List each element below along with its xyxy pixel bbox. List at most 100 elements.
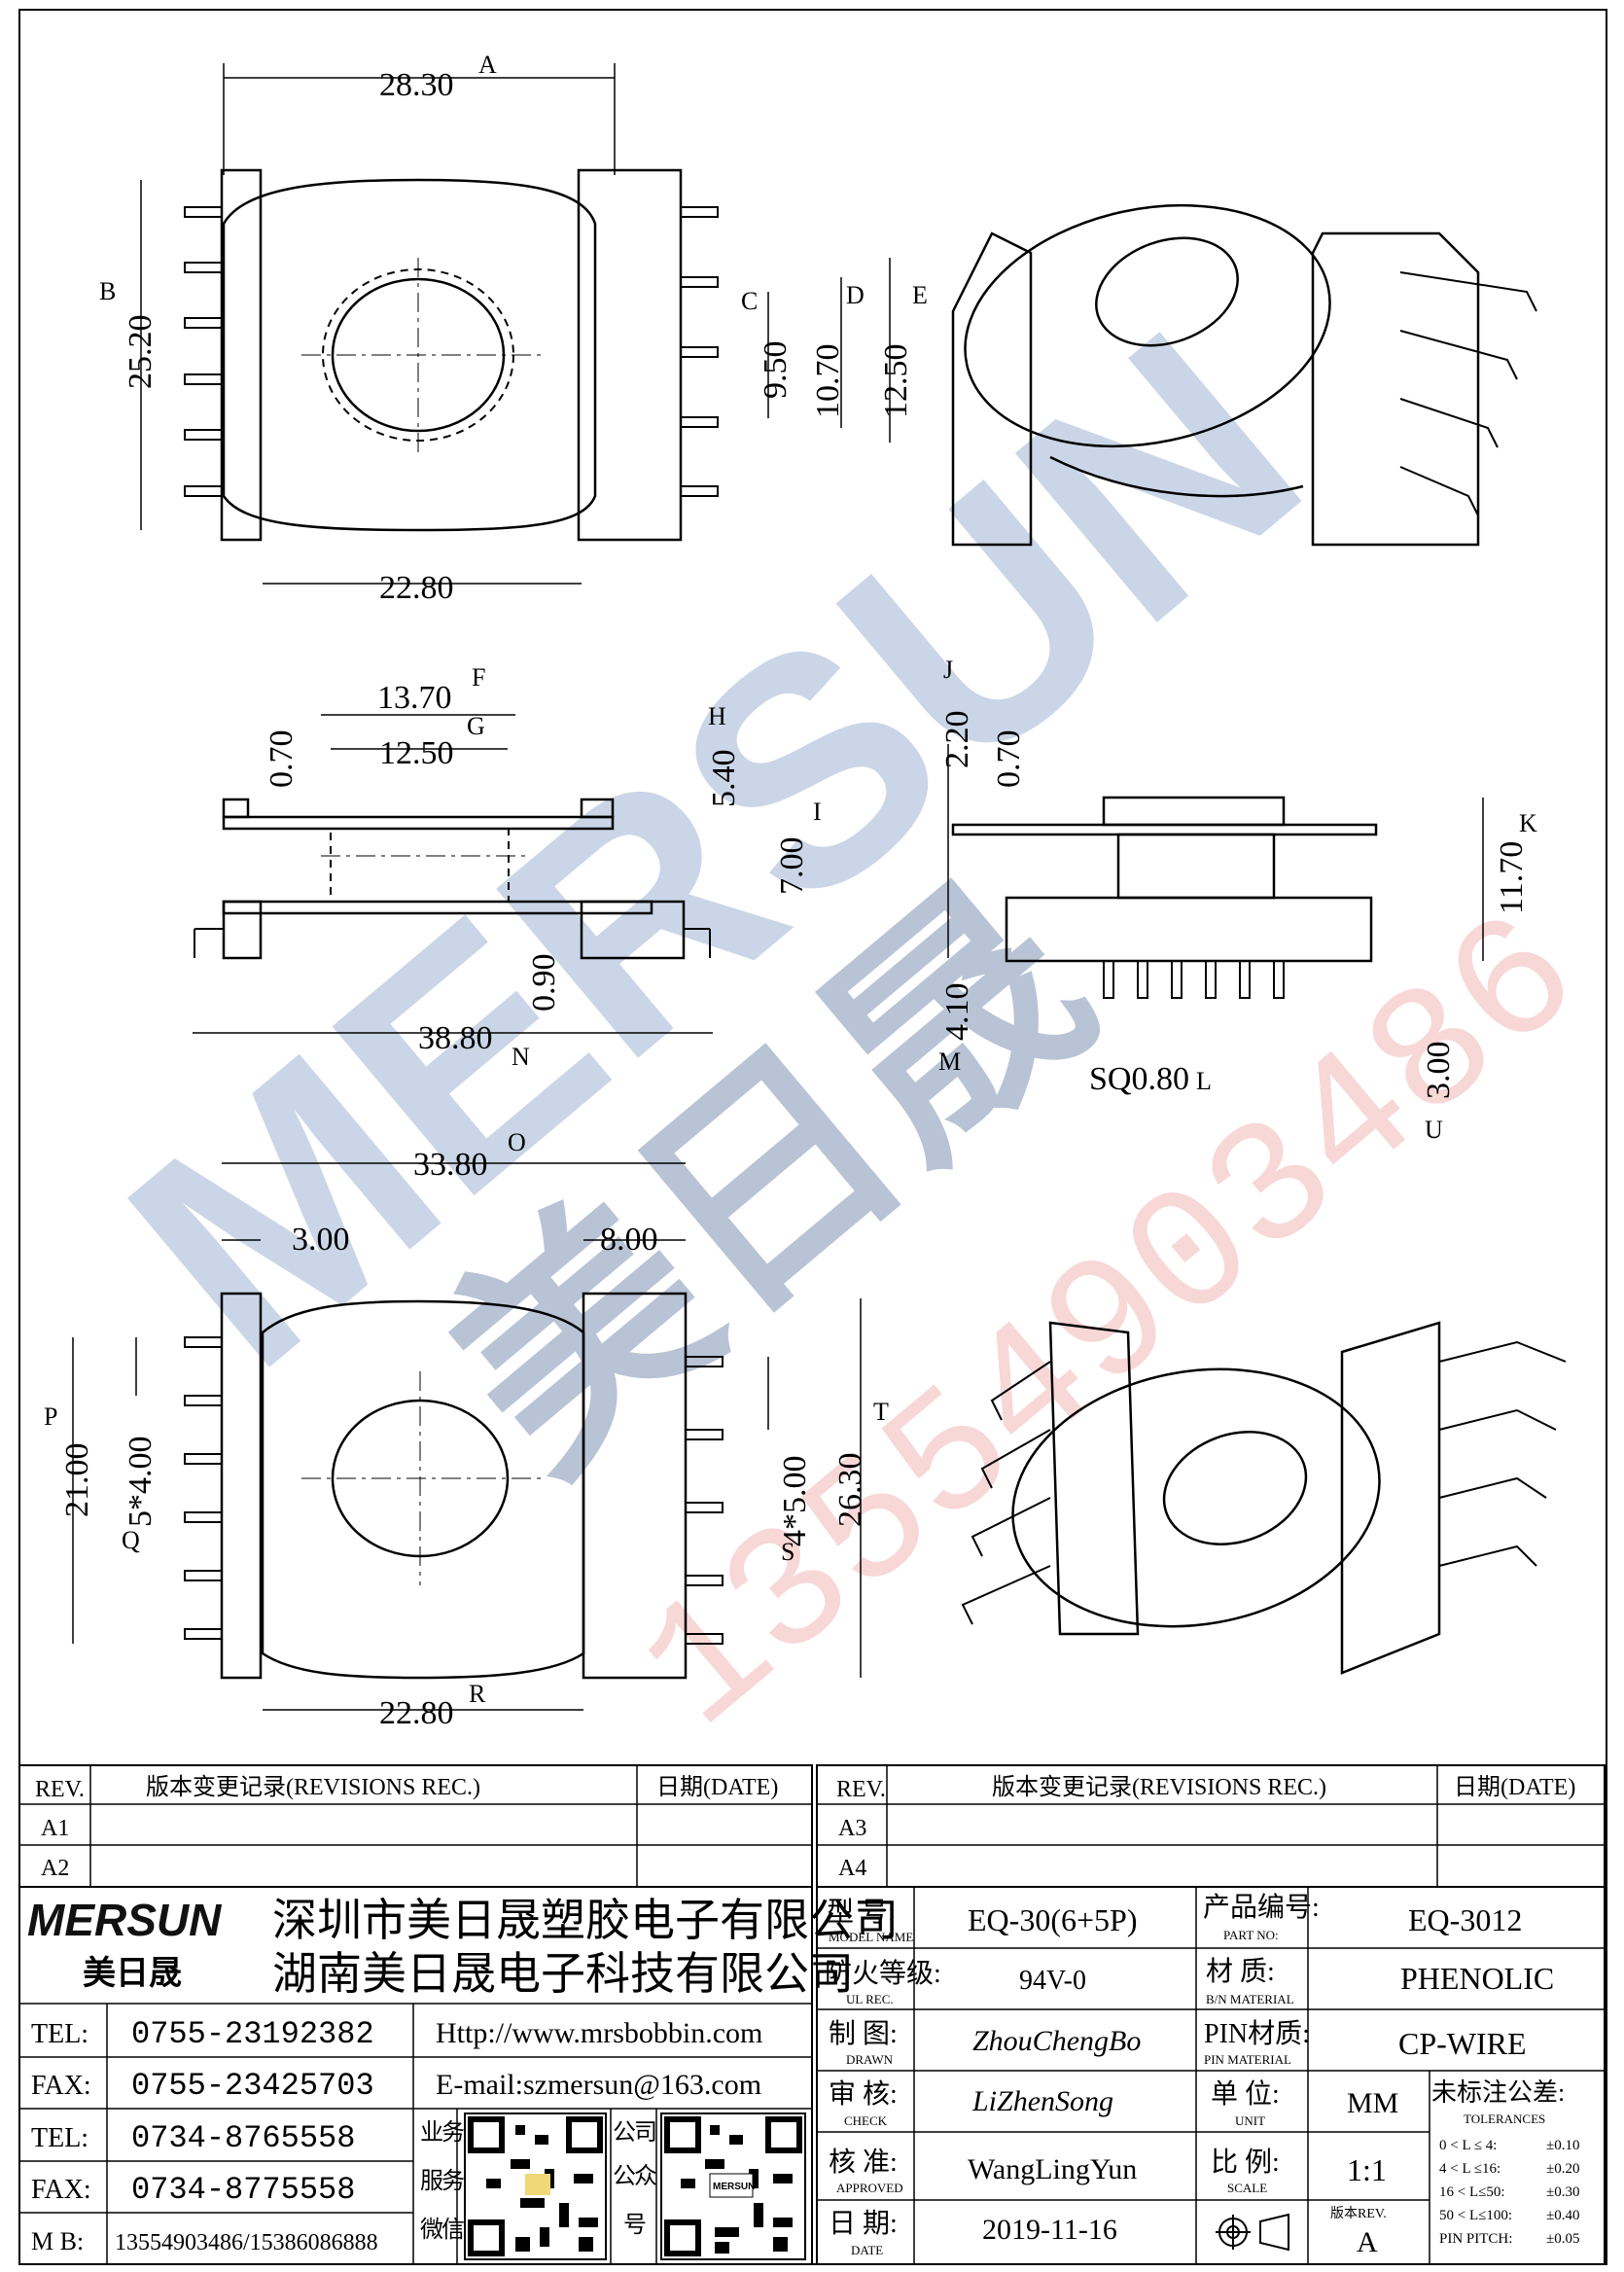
tb-pin-label-en: PIN MATERIAL (1204, 2052, 1291, 2067)
tb-part-value: EQ-3012 (1408, 1902, 1522, 1937)
tb-material-value: PHENOLIC (1400, 1961, 1554, 1996)
dim-g-value: 12.50 (379, 735, 454, 771)
rev-left-row-a2: A2 (41, 1856, 69, 1881)
tol-4-range: PIN PITCH: (1439, 2231, 1512, 2247)
qr-code-official-account: MERSUN (660, 2112, 806, 2260)
bottom-view-left-block (220, 1292, 263, 1680)
dim-p-letter: P (44, 1402, 57, 1431)
projection-symbol-icon (1216, 2213, 1289, 2252)
qr-code-wechat (464, 2112, 607, 2260)
qr2-label: 公 司 公 众 号 (613, 2120, 657, 2238)
rev-right-row-a3: A3 (838, 1816, 866, 1841)
side-view (194, 798, 711, 960)
dim-n-letter: N (512, 1043, 530, 1071)
svg-text:务: 务 (441, 2168, 465, 2194)
contact-2-value: 0734-8765558 (131, 2120, 355, 2156)
tb-part-label-en: PART NO: (1223, 1928, 1279, 1942)
dim-p-value: 21.00 (59, 1443, 95, 1518)
dim-side-410: 4.10 (939, 983, 975, 1042)
tol-0-value: ±0.10 (1546, 2138, 1579, 2153)
dim-h-letter: H (708, 702, 726, 730)
dim-m-letter: M (938, 1047, 961, 1076)
dim-h-value: 5.40 (706, 750, 742, 808)
contact-3-value: 0734-8775558 (131, 2172, 355, 2208)
dim-u-value: 3.00 (1421, 1042, 1457, 1100)
dim-l-value: SQ0.80 (1089, 1061, 1189, 1097)
dim-q-letter: Q (122, 1526, 140, 1554)
front-view (951, 796, 1378, 999)
dim-t-value: 26.30 (832, 1453, 868, 1528)
tb-ul-label: 防火等级: (825, 1958, 941, 1989)
dim-r-value: 22.80 (379, 1695, 454, 1731)
rev-right-header-rev: REV. (836, 1777, 886, 1802)
tb-tol-label: 未标注公差: (1431, 2078, 1565, 2107)
tb-approved-label: 核 准: (829, 2147, 898, 2178)
title-block: 型 号: MODEL NAME EQ-30(6+5P) 产品编号: PART N… (816, 1886, 1606, 2265)
tb-drawn-label: 制 图: (829, 2018, 898, 2049)
tb-version-value: A (1357, 2226, 1378, 2258)
iso-top-window (1095, 236, 1239, 347)
iso-bottom-window (1162, 1431, 1308, 1545)
company-block: MERSUN 美日晟 深圳市美日晟塑胶电子有限公司 湖南美日晟电子科技有限公司 … (18, 1886, 899, 2265)
svg-text:服: 服 (420, 2169, 443, 2194)
qr1-label: 业 务 服 务 微 信 (420, 2119, 465, 2243)
contact-0-web[interactable]: Http://www.mrsbobbin.com (436, 2017, 762, 2049)
top-view-left-terminal-block (220, 168, 263, 542)
dim-3880: 38.80 (418, 1020, 493, 1056)
dim-r-letter: R (469, 1680, 486, 1708)
rev-right-header-date: 日期(DATE) (1454, 1775, 1575, 1800)
dim-d-value: 10.70 (810, 344, 846, 419)
contact-1-email[interactable]: E-mail:szmersun@163.com (436, 2069, 761, 2101)
rev-right-header-rec: 版本变更记录(REVISIONS REC.) (992, 1774, 1326, 1800)
contact-0-value: 0755-23192382 (131, 2016, 374, 2052)
contact-1-value: 0755-23425703 (131, 2068, 374, 2104)
tb-unit-label-en: UNIT (1235, 2113, 1265, 2128)
top-view-right-pins (680, 206, 719, 497)
tb-ul-label-en: UL REC. (846, 1992, 894, 2006)
tb-scale-value: 1:1 (1347, 2152, 1387, 2187)
dim-s-value: 4*5.00 (777, 1456, 813, 1547)
svg-text:信: 信 (441, 2217, 465, 2243)
tol-2-range: 16 < L≤50: (1439, 2184, 1505, 2200)
side-core-tube (330, 828, 510, 903)
contact-1-label: FAX: (31, 2071, 91, 2101)
tol-2-value: ±0.30 (1546, 2184, 1579, 2200)
dim-c-value: 9.50 (758, 341, 794, 400)
dim-a-letter: A (478, 51, 497, 79)
tb-tol-label-en: TOLERANCES (1464, 2112, 1545, 2126)
bottom-view-left-pins (184, 1336, 223, 1640)
tb-model-label: 型 号: (827, 1897, 896, 1928)
iso-view-top (951, 203, 1537, 547)
tb-unit-value: MM (1347, 2087, 1398, 2119)
tb-date-value: 2019-11-16 (982, 2214, 1117, 2246)
tb-version-label: 版本REV. (1330, 2206, 1387, 2221)
dim-left-070: 0.70 (264, 730, 300, 789)
company-logo: MERSUN (27, 1895, 222, 1945)
contact-4-value: 13554903486/15386086888 (115, 2230, 378, 2255)
company-logo-cn: 美日晟 (83, 1955, 182, 1992)
tb-pin-value: CP-WIRE (1398, 2026, 1527, 2061)
dim-f-value: 13.70 (377, 680, 452, 716)
qr2-logo: MERSUN (713, 2182, 755, 2192)
contact-4-label: M B: (31, 2227, 84, 2255)
tb-drawn-value: ZhouChengBo (972, 2025, 1141, 2057)
tb-check-label-en: CHECK (844, 2113, 888, 2128)
tb-material-label: 材 质: (1206, 1956, 1275, 1987)
revision-table-right: REV. 版本变更记录(REVISIONS REC.) 日期(DATE) A3 … (816, 1764, 1606, 1888)
tol-3-range: 50 < L≤100: (1439, 2208, 1512, 2223)
watermark: MERSUN 美日晟 13554903486 (66, 265, 1620, 1772)
dim-l-letter: L (1196, 1067, 1212, 1095)
bottom-view-right-pins (685, 1356, 724, 1645)
dim-f-letter: F (472, 663, 485, 692)
rev-left-header-date: 日期(DATE) (656, 1775, 778, 1800)
dim-b-value: 25.20 (123, 315, 159, 390)
contact-2-label: TEL: (31, 2123, 88, 2153)
dimension-lines (72, 63, 1484, 1711)
tb-approved-label-en: APPROVED (836, 2181, 903, 2195)
tb-approved-value: WangLingYun (968, 2153, 1137, 2185)
svg-text:号: 号 (623, 2213, 647, 2238)
tb-unit-label: 单 位: (1211, 2078, 1280, 2110)
company-name-1: 深圳市美日晟塑胶电子有限公司 (272, 1896, 899, 1945)
company-name-2: 湖南美日晟电子科技有限公司 (272, 1949, 854, 1999)
dim-a-value: 28.30 (379, 67, 454, 103)
